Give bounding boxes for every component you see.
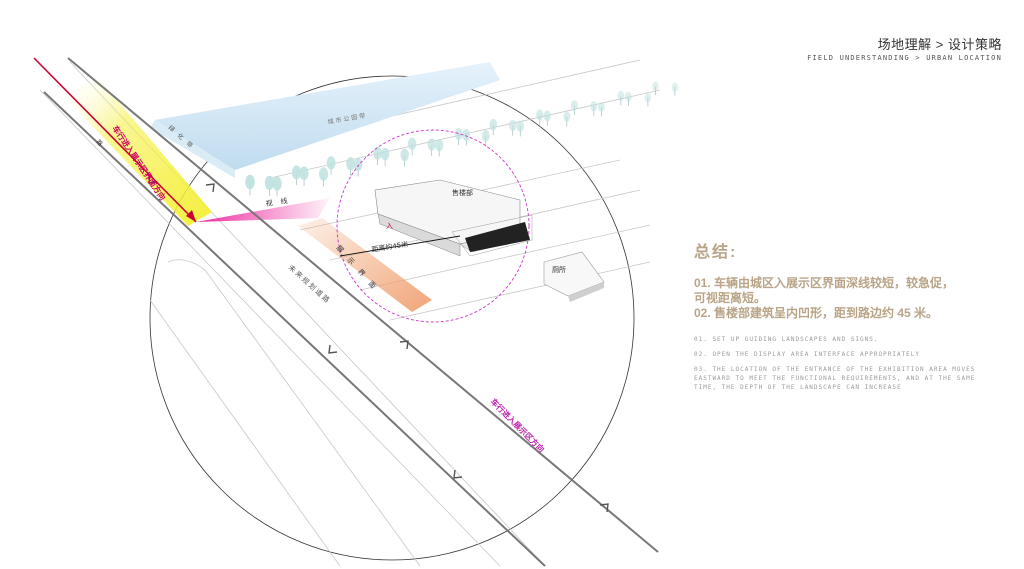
tree-canopy [597,101,605,113]
tree-canopy [489,118,498,131]
toilet-block [543,251,605,302]
page-title: 场地理解 > 设计策略 [877,37,1002,52]
summary-points: 01. 车辆由城区入展示区界面深线较短，较急促， 可视距离短。 02. 售楼部建… [694,276,1004,321]
toilet-label: 厕所 [552,265,566,274]
tree-canopy [245,174,255,190]
sales-building [374,179,533,257]
main-roads [43,57,659,567]
tree-canopy [353,157,363,172]
summary-panel: 总结: 01. 车辆由城区入展示区界面深线较短，较急促， 可视距离短。 02. … [694,238,1004,398]
tree-canopy [625,91,632,102]
tree-canopy [590,101,598,112]
distance-label: 距离约45米 [371,239,409,254]
summary-point: 01. 车辆由城区入展示区界面深线较短，较急促， [694,276,955,290]
view-cone [196,198,330,222]
entrance-tag: 入 [386,222,393,230]
tree-canopy [563,111,571,122]
display-band [298,218,432,312]
tree-canopy [291,165,302,180]
summary-notes: 01. SET UP GUIDING LANDSCAPES AND SIGNS.… [694,335,1004,392]
view-cone-label: 视线 [265,195,296,208]
summary-note: 01. SET UP GUIDING LANDSCAPES AND SIGNS. [694,336,879,343]
site-diagram: 售楼部 入 厕所 距离约45米 车行进入展示区界面方向 车行进入展示区方向 城市… [33,57,680,567]
tree-canopy [516,120,524,132]
tree-canopy [536,109,544,121]
summary-note: 03. THE LOCATION OF THE ENTRANCE OF THE … [694,366,976,391]
tree-canopy [679,85,680,91]
park-strip [150,62,500,178]
tree-canopy [319,167,329,181]
tree-canopy [543,110,551,122]
road-arrows [148,174,609,513]
tree-canopy [264,175,275,190]
summary-point: 02. 售楼部建筑呈内凹形，距到路边约 45 米。 [694,306,939,320]
tree-canopy [380,147,390,161]
tree-canopy [508,119,517,132]
tree-canopy [299,166,309,181]
distance-line [339,235,461,257]
tree-canopy [427,138,436,151]
tree-canopy [435,139,444,152]
tree-canopy [617,90,625,101]
right-arrow-label: 车行进入展示区方向 [489,396,547,454]
dash-circle [336,129,530,323]
tree-canopy [652,81,659,92]
tree-canopy [481,129,490,142]
context-circle [149,75,635,561]
page-subtitle: FIELD UNDERSTANDING > URBAN LOCATION [807,54,1002,62]
tree-canopy [272,176,282,191]
tree-canopy [671,82,679,92]
summary-note: 02. OPEN THE DISPLAY AREA INTERFACE APPR… [694,351,921,358]
tree-canopy [408,137,417,150]
tree-canopy [373,146,382,160]
tree-canopy [326,156,336,170]
sales-building-label: 售楼部 [452,188,473,197]
tree-canopy [462,129,471,141]
tree-canopy [644,92,652,103]
tree-row [245,81,680,197]
summary-heading: 总结: [694,244,738,261]
tree-canopy [570,100,578,111]
tree-canopy [454,128,463,141]
primary-arrow [33,57,197,223]
yellow-zone [60,80,212,226]
page-header: 场地理解 > 设计策略 FIELD UNDERSTANDING > URBAN … [807,34,1002,62]
tree-canopy [400,148,409,162]
tree-canopy [346,157,356,171]
side-road-label: 路 [95,138,105,148]
summary-point: 可视距离短。 [694,291,767,305]
